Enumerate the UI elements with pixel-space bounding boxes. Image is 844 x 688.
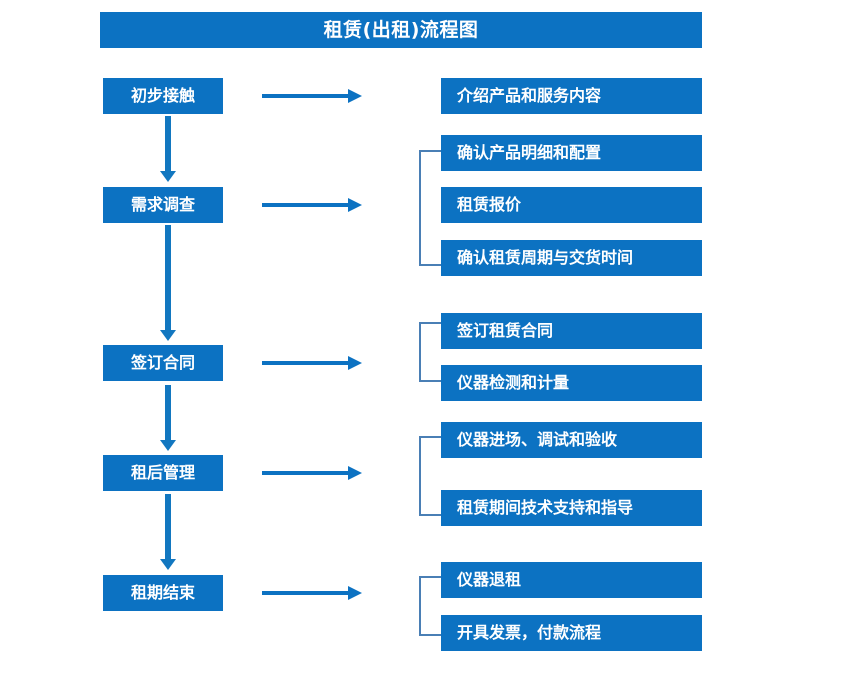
arrow-right-icon <box>262 356 362 370</box>
task-label: 仪器退租 <box>457 570 522 589</box>
task-box-sign-rental-contract[interactable]: 签订租赁合同 <box>441 313 702 349</box>
arrow-down-icon <box>160 385 176 451</box>
stage-label: 需求调查 <box>130 195 195 214</box>
task-label: 仪器进场、调试和验收 <box>457 430 618 449</box>
task-box-instrument-return[interactable]: 仪器退租 <box>441 562 702 598</box>
task-label: 租赁报价 <box>457 195 522 214</box>
task-box-technical-support[interactable]: 租赁期间技术支持和指导 <box>441 490 702 526</box>
task-box-confirm-period-delivery[interactable]: 确认租赁周期与交货时间 <box>441 240 702 276</box>
arrow-shaft <box>165 385 171 440</box>
arrow-head <box>160 330 176 341</box>
task-label: 介绍产品和服务内容 <box>457 86 602 105</box>
task-box-instrument-testing[interactable]: 仪器检测和计量 <box>441 365 702 401</box>
stage-label: 租后管理 <box>130 463 195 482</box>
bracket-icon <box>419 436 441 516</box>
arrow-shaft <box>262 471 350 475</box>
task-label: 租赁期间技术支持和指导 <box>457 498 634 517</box>
stage-box-needs-survey[interactable]: 需求调查 <box>103 187 223 223</box>
task-box-invoice-payment[interactable]: 开具发票，付款流程 <box>441 615 702 651</box>
bracket-icon <box>419 576 441 636</box>
stage-box-initial-contact[interactable]: 初步接触 <box>103 78 223 114</box>
arrow-head <box>348 198 362 212</box>
task-box-confirm-product-details[interactable]: 确认产品明细和配置 <box>441 135 702 171</box>
arrow-shaft <box>262 203 350 207</box>
task-box-introduce-products[interactable]: 介绍产品和服务内容 <box>441 78 702 114</box>
arrow-down-icon <box>160 116 176 182</box>
arrow-head <box>160 171 176 182</box>
task-box-rental-quotation[interactable]: 租赁报价 <box>441 187 702 223</box>
chart-title-bar: 租赁(出租)流程图 <box>100 12 702 48</box>
bracket-icon <box>419 322 441 382</box>
task-label: 确认产品明细和配置 <box>457 143 602 162</box>
arrow-head <box>348 586 362 600</box>
arrow-head <box>348 466 362 480</box>
arrow-right-icon <box>262 89 362 103</box>
arrow-head <box>160 559 176 570</box>
arrow-head <box>348 356 362 370</box>
bracket-icon <box>419 150 441 266</box>
stage-box-post-rental-management[interactable]: 租后管理 <box>103 455 223 491</box>
page-title: 租赁(出租)流程图 <box>323 18 479 41</box>
arrow-right-icon <box>262 466 362 480</box>
task-label: 签订租赁合同 <box>457 321 554 340</box>
stage-box-sign-contract[interactable]: 签订合同 <box>103 345 223 381</box>
arrow-right-icon <box>262 198 362 212</box>
arrow-down-icon <box>160 225 176 341</box>
arrow-right-icon <box>262 586 362 600</box>
arrow-shaft <box>262 94 350 98</box>
arrow-down-icon <box>160 494 176 570</box>
stage-label: 签订合同 <box>130 353 195 372</box>
arrow-head <box>160 440 176 451</box>
stage-label: 初步接触 <box>130 86 195 105</box>
arrow-shaft <box>262 591 350 595</box>
arrow-shaft <box>262 361 350 365</box>
arrow-shaft <box>165 116 171 171</box>
task-box-instrument-entry-commissioning[interactable]: 仪器进场、调试和验收 <box>441 422 702 458</box>
stage-box-lease-end[interactable]: 租期结束 <box>103 575 223 611</box>
stage-label: 租期结束 <box>130 583 195 602</box>
arrow-shaft <box>165 494 171 559</box>
task-label: 开具发票，付款流程 <box>457 623 602 642</box>
arrow-shaft <box>165 225 171 330</box>
arrow-head <box>348 89 362 103</box>
task-label: 仪器检测和计量 <box>457 373 570 392</box>
task-label: 确认租赁周期与交货时间 <box>457 248 634 267</box>
